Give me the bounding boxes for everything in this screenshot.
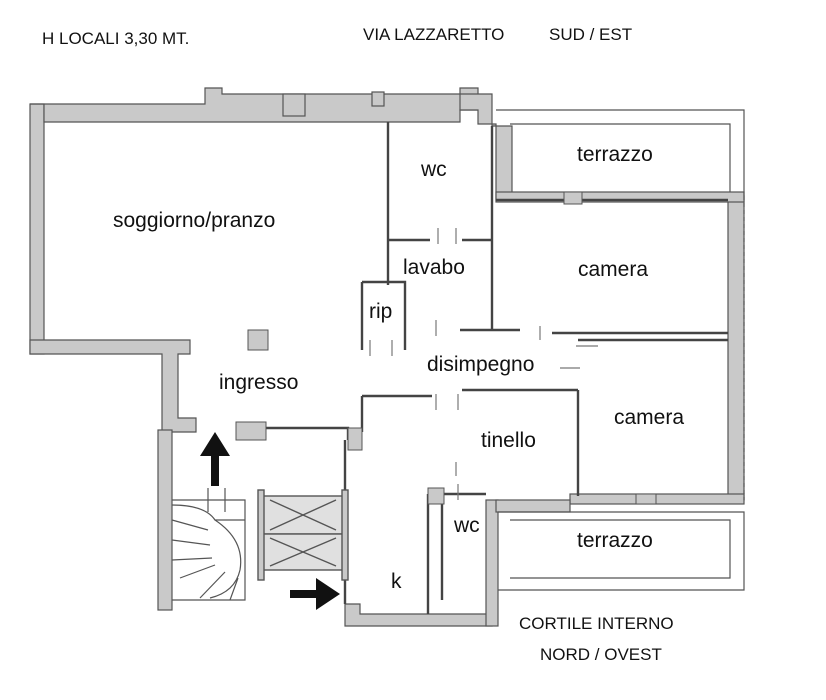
wall-camera-bottom [569, 493, 745, 505]
wall-rip [360, 280, 407, 350]
wall-stair-left [157, 429, 173, 611]
wall-stub-2 [347, 427, 363, 451]
orientation-top: SUD / EST [549, 25, 632, 44]
room-ingresso: ingresso [219, 371, 298, 394]
room-wc-bottom: wc [453, 514, 480, 537]
wall-wc-right [485, 499, 499, 627]
room-camera-bottom: camera [614, 406, 684, 429]
wall-stub-1 [235, 421, 267, 441]
stair-outline [172, 499, 246, 601]
wall-stub-3 [427, 487, 445, 505]
wall-kitchen-bottom [344, 603, 493, 627]
room-camera-top: camera [578, 258, 648, 281]
room-lavabo: lavabo [403, 256, 465, 279]
wall-pillar-1 [282, 93, 306, 117]
wall-fillers [235, 191, 657, 505]
door-marks [369, 228, 598, 500]
wall-right [727, 195, 745, 501]
room-disimpegno: disimpegno [427, 353, 534, 376]
room-tinello: tinello [481, 429, 536, 452]
room-wc-top: wc [420, 158, 447, 181]
window-mark-2 [635, 493, 657, 505]
room-terrazzo-bottom: terrazzo [577, 529, 653, 552]
height-note: H LOCALI 3,30 MT. [42, 29, 189, 48]
staircase [171, 488, 246, 601]
room-soggiorno: soggiorno/pranzo [113, 209, 275, 232]
entry-arrow-up [200, 432, 230, 486]
wall-top-living [30, 87, 479, 123]
street-name: VIA LAZZARETTO [363, 25, 504, 44]
shafts [257, 489, 349, 581]
room-rip: rip [369, 300, 392, 323]
pillar-ingresso [247, 329, 269, 351]
room-terrazzo-top: terrazzo [577, 143, 653, 166]
wall-ingresso-left [29, 339, 197, 433]
wall-tinello-bottom [495, 499, 571, 513]
terrazzo-bottom-inner [510, 519, 731, 579]
terrazzo-top-inner [510, 123, 731, 192]
wall-pillar-2 [371, 91, 385, 107]
stair-curve [209, 519, 242, 599]
orientation-bottom: NORD / OVEST [540, 645, 662, 664]
wall-left [29, 103, 45, 355]
window-mark-1 [563, 191, 583, 205]
interior-walls [236, 122, 728, 614]
exterior-walls [29, 87, 745, 627]
stair-step-1 [171, 504, 245, 521]
terrazzo-bottom-railing [498, 511, 745, 591]
entry-arrow-right [290, 578, 340, 610]
room-kitchen: k [391, 570, 402, 593]
terrace-railings [496, 109, 745, 591]
courtyard-label: CORTILE INTERNO [519, 614, 674, 633]
terrazzo-top-railing [496, 109, 745, 196]
